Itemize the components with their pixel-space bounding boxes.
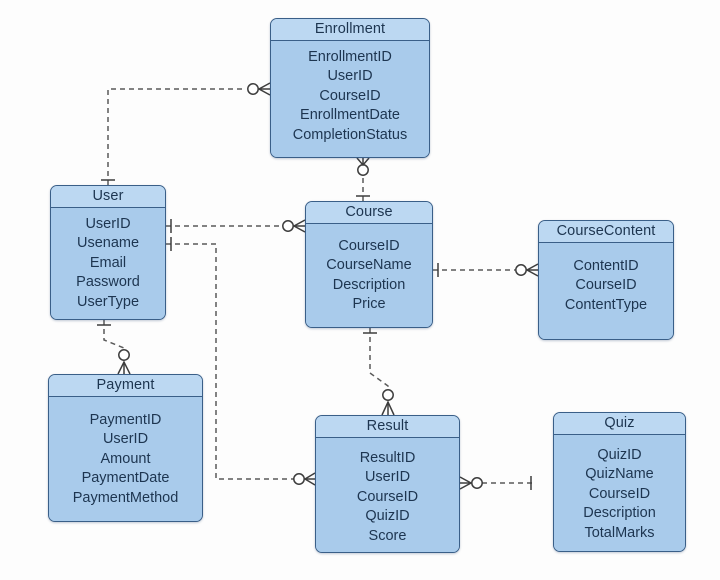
attribute: Price <box>352 296 386 313</box>
connector-user-payment <box>97 320 131 375</box>
entity-payment-title: Payment <box>49 375 202 397</box>
attribute: PaymentID <box>89 412 162 428</box>
attribute: CourseID <box>338 238 400 254</box>
connector-quiz-result <box>459 476 536 490</box>
entity-enrollment-title: Enrollment <box>271 19 429 41</box>
attribute: PaymentDate <box>81 470 170 487</box>
connector-course-result <box>363 328 395 416</box>
connector-user-enrollment <box>101 82 271 185</box>
entity-enrollment-attributes: EnrollmentID UserID CourseID EnrollmentD… <box>271 41 429 157</box>
entity-coursecontent-attributes: ContentID CourseID ContentType <box>539 243 673 339</box>
attribute: UserType <box>76 293 140 310</box>
entity-coursecontent[interactable]: CourseContent ContentID CourseID Content… <box>538 220 674 340</box>
entity-result[interactable]: Result ResultID UserID CourseID QuizID S… <box>315 415 460 553</box>
entity-user[interactable]: User UserID Usename Email Password UserT… <box>50 185 166 320</box>
attribute: TotalMarks <box>584 524 655 541</box>
attribute: UserID <box>102 431 149 448</box>
attribute: Description <box>583 505 656 522</box>
entity-course[interactable]: Course CourseID CourseName Description P… <box>305 201 433 328</box>
attribute: CourseID <box>588 485 651 502</box>
attribute: CourseName <box>326 257 412 274</box>
connector-course-enrollment <box>356 157 370 201</box>
entity-quiz-attributes: QuizID QuizName CourseID Description Tot… <box>554 435 685 551</box>
attribute: Usename <box>76 235 140 252</box>
entity-coursecontent-title: CourseContent <box>539 221 673 243</box>
entity-result-title: Result <box>316 416 459 438</box>
attribute: Password <box>76 274 140 291</box>
attribute: Amount <box>100 450 151 467</box>
attribute: CourseID <box>356 488 419 505</box>
attribute: Email <box>89 254 127 271</box>
entity-course-attributes: CourseID CourseName Description Price <box>306 224 432 327</box>
entity-quiz[interactable]: Quiz QuizID QuizName CourseID Descriptio… <box>553 412 686 552</box>
connector-course-coursecontent <box>433 263 539 277</box>
attribute: CompletionStatus <box>292 126 408 143</box>
attribute: UserID <box>327 68 373 85</box>
attribute: ContentType <box>564 296 648 313</box>
entity-quiz-title: Quiz <box>554 413 685 435</box>
attribute: QuizID <box>365 508 410 525</box>
attribute: UserID <box>85 216 131 232</box>
attribute: Description <box>332 276 406 293</box>
attribute: UserID <box>364 469 411 486</box>
entity-payment-attributes: PaymentID UserID Amount PaymentDate Paym… <box>49 397 202 521</box>
attribute: Score <box>368 527 407 544</box>
entity-payment[interactable]: Payment PaymentID UserID Amount PaymentD… <box>48 374 203 522</box>
attribute: QuizName <box>585 466 654 483</box>
attribute: CourseID <box>575 277 637 294</box>
attribute: PaymentMethod <box>72 489 179 506</box>
attribute: QuizID <box>597 447 642 463</box>
attribute: ResultID <box>359 450 416 466</box>
connector-user-course <box>166 219 306 233</box>
entity-user-attributes: UserID Usename Email Password UserType <box>51 208 165 319</box>
attribute: CourseID <box>319 87 381 104</box>
attribute: EnrollmentID <box>308 49 392 65</box>
attribute: ContentID <box>573 258 639 274</box>
entity-result-attributes: ResultID UserID CourseID QuizID Score <box>316 438 459 552</box>
entity-enrollment[interactable]: Enrollment EnrollmentID UserID CourseID … <box>270 18 430 158</box>
attribute: EnrollmentDate <box>300 107 400 124</box>
entity-user-title: User <box>51 186 165 208</box>
entity-course-title: Course <box>306 202 432 224</box>
